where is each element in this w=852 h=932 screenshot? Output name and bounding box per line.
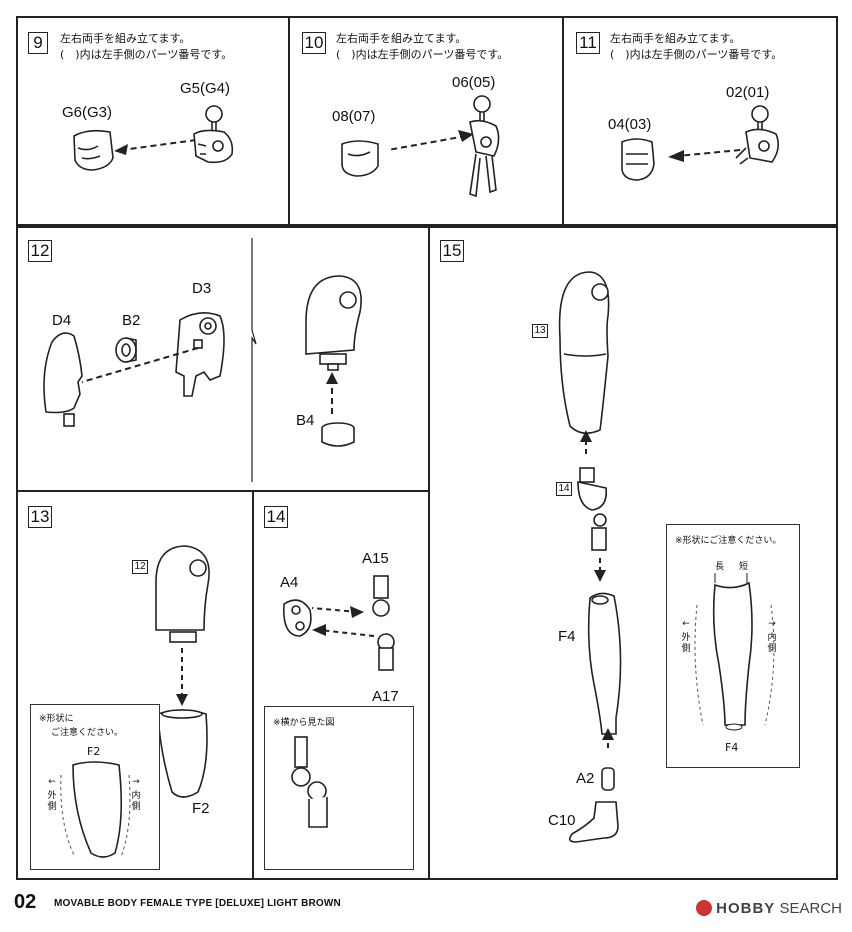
wrist-part-02 <box>735 105 780 165</box>
part-label-a17: A17 <box>372 688 399 705</box>
wrist-part-06 <box>469 95 500 198</box>
step-10-panel: 10 左右両手を組み立てます。 ( )内は左手側のパーツ番号です。 08(07)… <box>288 16 564 226</box>
note-title: ※形状にご注意ください。 <box>675 536 782 546</box>
step-10-instruction: 左右両手を組み立てます。 <box>336 32 467 45</box>
product-title: MOVABLE BODY FEMALE TYPE [DELUXE] LIGHT … <box>54 898 341 909</box>
part-f4 <box>587 592 622 735</box>
note-title-13b: ご注意ください。 <box>51 728 124 738</box>
note-inner-arrow: → <box>768 619 776 629</box>
part-label-a4: A4 <box>280 574 299 591</box>
note-part-f4: F4 <box>725 741 739 754</box>
part-a2 <box>601 767 615 791</box>
part-label-b4: B4 <box>296 412 315 429</box>
watermark-rest: SEARCH <box>779 900 842 917</box>
page-number: 02 <box>14 891 37 913</box>
step-14-illustration <box>283 575 395 671</box>
ref-step-14: 14 <box>556 482 572 496</box>
part-label-b2: B2 <box>122 312 141 329</box>
step-13-number: 13 <box>28 506 52 528</box>
step-12-panel: 12 D4 B2 D3 B4 <box>16 226 430 492</box>
step-11-instruction: 左右両手を組み立てます。 <box>610 32 741 45</box>
part-b2 <box>115 337 137 363</box>
part-label-f4: F4 <box>558 628 576 645</box>
part-label-06: 06(05) <box>452 74 496 91</box>
note-outer: 外側 <box>681 633 691 654</box>
part-label-f2: F2 <box>192 800 210 817</box>
part-label-g6: G6(G3) <box>62 104 113 121</box>
part-label-g5: G5(G4) <box>180 80 231 97</box>
shape-note-f2: ※形状に ご注意ください。 F2 ← 外側 → 内側 <box>30 704 160 870</box>
step-13-illustration <box>155 545 210 798</box>
part-upper-leg <box>558 271 610 434</box>
step-9-instruction: 左右両手を組み立てます。 <box>60 32 191 45</box>
note-f2-shape <box>60 761 131 858</box>
watermark-brand: HOBBY <box>716 900 776 917</box>
part-label-08: 08(07) <box>332 108 376 125</box>
note-short: 短 <box>739 562 749 572</box>
step-15-number: 15 <box>440 240 464 262</box>
step-10-number: 10 <box>302 32 326 54</box>
part-d4 <box>43 332 83 427</box>
side-view-shape <box>291 736 328 828</box>
note-outer-13: 外側 <box>47 791 57 812</box>
part-c10 <box>568 801 619 843</box>
hand-part-g6 <box>73 129 114 171</box>
step-10-note: ( )内は左手側のパーツ番号です。 <box>336 48 509 61</box>
watermark-logo-icon <box>696 900 713 917</box>
part-a17 <box>377 633 395 671</box>
step-10-illustration <box>341 95 500 198</box>
step-14-panel: 14 A4 A15 A17 ※横から見た図 <box>252 490 430 880</box>
step-11-note: ( )内は左手側のパーツ番号です。 <box>610 48 783 61</box>
note-outer-arrow-13: ← <box>48 777 56 787</box>
note-long: 長 <box>715 562 725 572</box>
ref-step-13: 13 <box>532 324 548 338</box>
step-14-number: 14 <box>264 506 288 528</box>
step-12-number: 12 <box>28 240 52 262</box>
part-label-02: 02(01) <box>726 84 770 101</box>
part-f2 <box>157 709 208 798</box>
step-13-panel: 13 12 F2 ※形状に ご注意ください。 F2 ← 外側 → 内側 <box>16 490 254 880</box>
note-f4-shape <box>694 573 775 731</box>
step-15-illustration <box>558 271 622 843</box>
step-9-panel: 9 左右両手を組み立てます。 ( )内は左手側のパーツ番号です。 G6(G3) … <box>16 16 290 226</box>
note-inner: 内側 <box>767 633 777 654</box>
part-d3 <box>175 312 225 397</box>
part-a15 <box>372 575 390 617</box>
note-title-13: ※形状に <box>39 714 74 724</box>
step-9-number: 9 <box>28 32 48 54</box>
part-knee-joint <box>577 467 608 551</box>
note-outer-arrow: ← <box>682 619 690 629</box>
side-view-note: ※横から見た図 <box>264 706 414 870</box>
note-inner-13: 内側 <box>131 791 141 812</box>
step-9-illustration <box>73 105 234 171</box>
shape-note-f4: ※形状にご注意ください。 長 短 ← 外側 → 内側 F4 <box>666 524 800 768</box>
hand-part-08 <box>341 140 379 177</box>
wrist-part-g5 <box>193 105 234 164</box>
watermark: HOBBY SEARCH <box>696 900 842 917</box>
part-a4 <box>283 599 312 637</box>
part-label-04: 04(03) <box>608 116 652 133</box>
part-label-d4: D4 <box>52 312 72 329</box>
part-b4 <box>321 422 355 447</box>
note-part-f2: F2 <box>87 745 101 758</box>
step-9-note: ( )内は左手側のパーツ番号です。 <box>60 48 233 61</box>
step-12-illustration <box>43 238 362 482</box>
step-15-panel: 15 13 14 F4 A2 C10 <box>428 226 838 880</box>
part-label-a2: A2 <box>576 770 595 787</box>
step-11-panel: 11 左右両手を組み立てます。 ( )内は左手側のパーツ番号です。 04(03)… <box>562 16 838 226</box>
hand-part-04 <box>621 138 655 181</box>
part-assembled-head <box>305 275 362 371</box>
step-11-number: 11 <box>576 32 600 54</box>
part-label-c10: C10 <box>548 812 576 829</box>
part-assembled-head-13 <box>155 545 210 643</box>
part-label-a15: A15 <box>362 550 389 567</box>
note-inner-arrow-13: → <box>132 777 140 787</box>
note-title-14: ※横から見た図 <box>273 718 335 728</box>
step-11-illustration <box>621 105 780 181</box>
part-label-d3: D3 <box>192 280 212 297</box>
ref-step-12: 12 <box>132 560 148 574</box>
